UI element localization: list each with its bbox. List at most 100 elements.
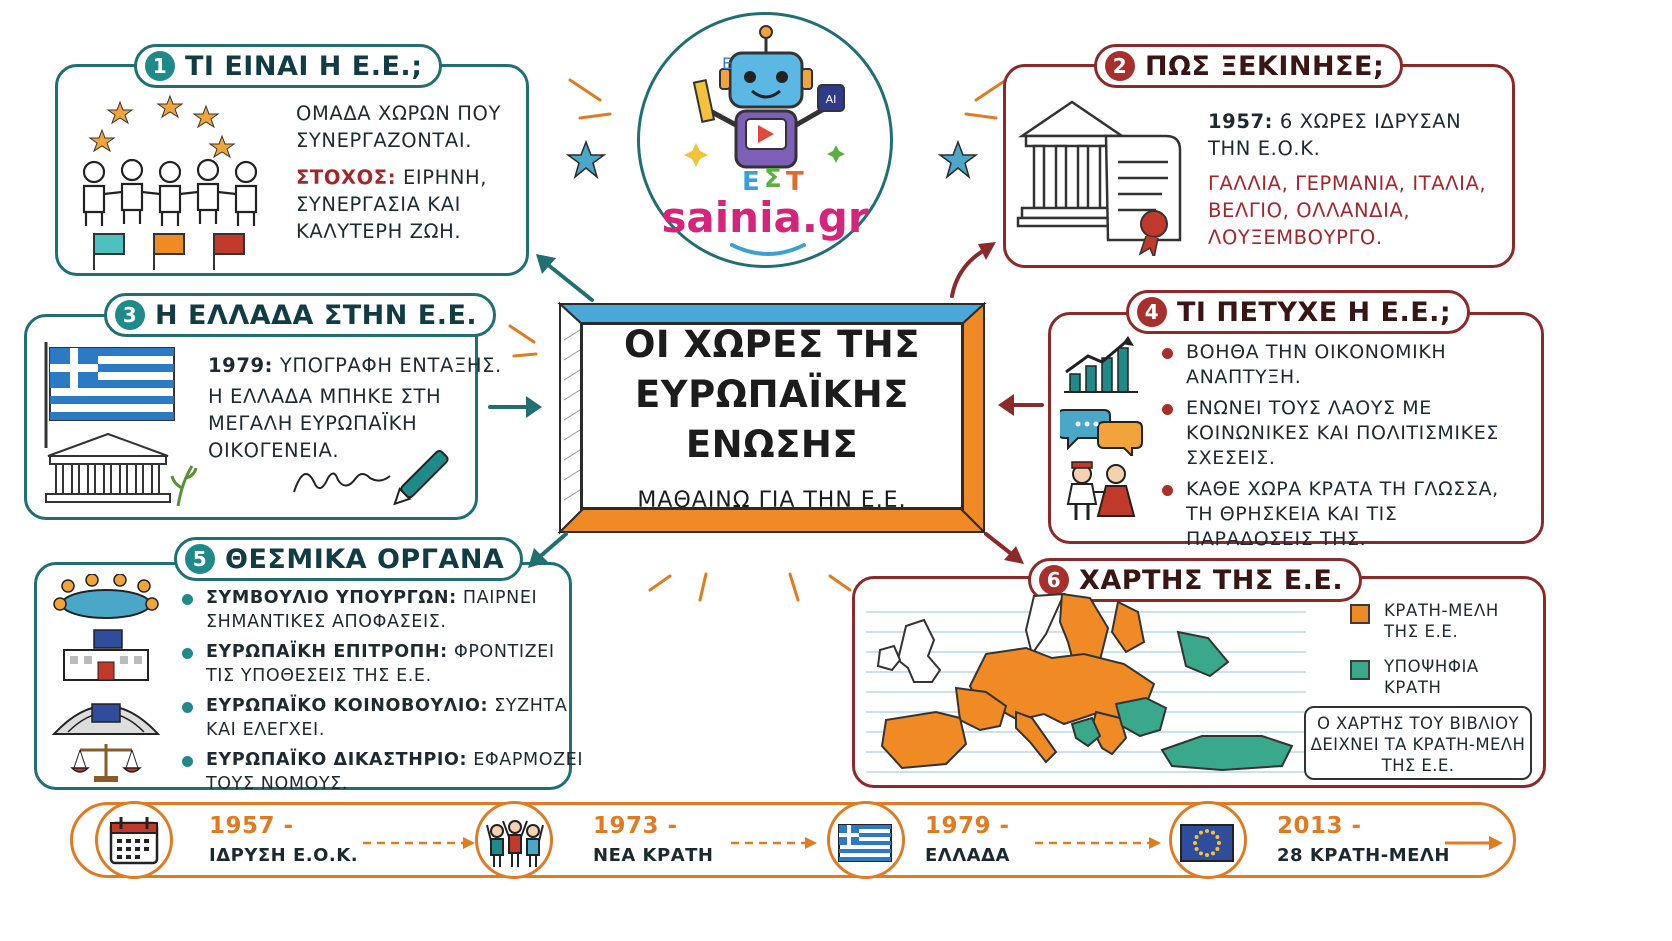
text-line: ΚΡΑΤΗ-ΜΕΛΗ xyxy=(1384,601,1499,620)
text-line: ΕΙΡΗΝΗ, xyxy=(402,166,488,189)
svg-text:AI: AI xyxy=(826,93,837,106)
star-icon xyxy=(938,140,978,180)
founders-line: ΛΟΥΞΕΜΒΟΥΡΓΟ. xyxy=(1208,226,1383,249)
end-arrow xyxy=(1445,836,1503,850)
rays-decoration xyxy=(568,78,612,120)
text-line: ΦΡΟΝΤΙΖΕΙ xyxy=(453,642,555,662)
section-title: Η ΕΛΛΑΔΑ ΣΤΗΝ Ε.Ε. xyxy=(155,299,478,331)
rays-decoration xyxy=(964,78,1008,120)
how-it-started-text: 1957: 6 ΧΩΡΕΣ ΙΔΡΥΣΑΝ ΤΗΝ Ε.Ο.Κ. ΓΑΛΛΙΑ,… xyxy=(1208,108,1486,251)
section-number: 5 xyxy=(185,544,215,574)
text-line: ΕΦΑΡΜΟΖΕΙ xyxy=(473,750,584,770)
dashed-arrow xyxy=(363,837,475,849)
map-note: Ο ΧΑΡΤΗΣ ΤΟΥ ΒΙΒΛΙΟΥ ΔΕΙΧΝΕΙ ΤΑ ΚΡΑΤΗ-ΜΕ… xyxy=(1304,706,1532,780)
timeline-label: ΝΕΑ ΚΡΑΤΗ xyxy=(593,845,714,866)
text-line: ΠΑΙΡΝΕΙ xyxy=(462,588,538,608)
what-is-eu-text: ΟΜΑΔΑ ΧΩΡΩΝ ΠΟΥ ΣΥΝΕΡΓΑΖΟΝΤΑΙ. ΣΤΟΧΟΣ: Ε… xyxy=(296,100,501,245)
main-subtitle: ΜΑΘΑΙΝΩ ΓΙΑ ΤΗΝ Ε.Ε. xyxy=(637,487,907,513)
institution-name: ΕΥΡΩΠΑΪΚΗ ΕΠΙΤΡΟΠΗ: xyxy=(206,642,448,662)
growth-chart-icon xyxy=(1064,336,1138,393)
timeline: 1957 - ΙΔΡΥΣΗ Ε.Ο.Κ. 1973 - ΝΕΑ ΚΡΑΤΗ xyxy=(70,801,1516,879)
text-line: ΠΑΡΑΔΟΣΕΙΣ ΤΗΣ. xyxy=(1186,528,1367,550)
text-line: ΣΥΝΕΡΓΑΖΟΝΤΑΙ. xyxy=(296,129,472,152)
timeline-label: 28 ΚΡΑΤΗ-ΜΕΛΗ xyxy=(1277,845,1450,866)
timeline-year: 1979 - xyxy=(925,813,1010,839)
text-line: ΣΥΖΗΤΑ xyxy=(494,696,568,716)
text-line: ΤΗΣ Ε.Ε. xyxy=(1381,756,1455,775)
text-line: ΥΠΟΨΗΦΙΑ xyxy=(1384,657,1479,676)
panel-title-eu-achievements: 4 ΤΙ ΠΕΤΥΧΕ Η Ε.Ε.; xyxy=(1126,290,1471,334)
central-topic-card: ΟΙ ΧΩΡΕΣ ΤΗΣ ΕΥΡΩΠΑΪΚΗΣ ΕΝΩΣΗΣ ΜΑΘΑΙΝΩ Γ… xyxy=(580,322,964,513)
achievement-item: ΚΑΘΕ ΧΩΡΑ ΚΡΑΤΑ ΤΗ ΓΛΩΣΣΑ, ΤΗ ΘΡΗΣΚΕΙΑ Κ… xyxy=(1160,477,1499,552)
panel-title-what-is-eu: 1 ΤΙ ΕΙΝΑΙ Η Ε.Ε.; xyxy=(134,44,442,88)
arrow-to-section-1 xyxy=(536,254,594,302)
traditional-costumes-icon xyxy=(1066,461,1136,520)
timeline-year: 2013 - xyxy=(1277,813,1362,839)
institution-item: ΕΥΡΩΠΑΪΚΗ ΕΠΙΤΡΟΠΗ: ΦΡΟΝΤΙΖΕΙ ΤΙΣ ΥΠΟΘΕΣ… xyxy=(180,640,583,688)
dashed-arrow xyxy=(1035,837,1161,849)
text-line: ΚΑΛΥΤΕΡΗ ΖΩΗ. xyxy=(296,220,462,243)
people-cheering-icon xyxy=(486,820,544,867)
institution-item: ΕΥΡΩΠΑΪΚΟ ΔΙΚΑΣΤΗΡΙΟ: ΕΦΑΡΜΟΖΕΙ ΤΟΥΣ ΝΟΜ… xyxy=(180,748,583,796)
text-line: ΣΥΝΕΡΓΑΣΙΑ ΚΑΙ xyxy=(296,193,461,216)
text-line: ΥΠΟΓΡΑΦΗ ΕΝΤΑΞΗΣ. xyxy=(279,354,502,377)
rays-decoration xyxy=(508,324,538,358)
timeline-year: 1973 - xyxy=(593,813,678,839)
year-1957: 1957: xyxy=(1208,110,1274,133)
svg-text:Σ: Σ xyxy=(764,164,782,194)
text-line: ΚΑΙ ΕΛΕΓΧΕΙ. xyxy=(206,720,325,740)
achievement-item: ΕΝΩΝΕΙ ΤΟΥΣ ΛΑΟΥΣ ΜΕ ΚΟΙΝΩΝΙΚΕΣ ΚΑΙ ΠΟΛΙ… xyxy=(1160,396,1499,471)
legend-members-label: ΚΡΑΤΗ-ΜΕΛΗ ΤΗΣ Ε.Ε. xyxy=(1384,600,1499,642)
text-line: ΣΗΜΑΝΤΙΚΕΣ ΑΠΟΦΑΣΕΙΣ. xyxy=(206,612,447,632)
arrow-to-section-4 xyxy=(998,394,1044,416)
text-line: ΤΗΣ Ε.Ε. xyxy=(1384,622,1459,641)
text-line: ΚΑΘΕ ΧΩΡΑ ΚΡΑΤΑ ΤΗ ΓΛΩΣΣΑ, xyxy=(1186,478,1499,500)
calendar-icon xyxy=(109,817,159,865)
institution-item: ΕΥΡΩΠΑΪΚΟ ΚΟΙΝΟΒΟΥΛΙΟ: ΣΥΖΗΤΑ ΚΑΙ ΕΛΕΓΧΕ… xyxy=(180,694,583,742)
text-line: ΒΟΗΘΑ ΤΗΝ ΟΙΚΟΝΟΜΙΚΗ xyxy=(1186,341,1447,363)
text-line: ΣΧΕΣΕΙΣ. xyxy=(1186,447,1276,469)
institution-name: ΕΥΡΩΠΑΪΚΟ ΔΙΚΑΣΤΗΡΙΟ: xyxy=(206,750,468,770)
text-line: ΟΜΑΔΑ ΧΩΡΩΝ ΠΟΥ xyxy=(296,102,502,125)
panel-title-institutions: 5 ΘΕΣΜΙΚΑ ΟΡΓΑΝΑ xyxy=(174,537,524,581)
founders-line: ΓΑΛΛΙΑ, ΓΕΡΜΑΝΙΑ, ΙΤΑΛΙΑ, xyxy=(1208,172,1487,195)
text-line: 6 ΧΩΡΕΣ ΙΔΡΥΣΑΝ xyxy=(1279,110,1462,133)
year-1979: 1979: xyxy=(208,354,274,377)
arrow-to-section-2 xyxy=(950,242,996,298)
goal-label: ΣΤΟΧΟΣ: xyxy=(296,166,397,189)
arrow-to-section-6 xyxy=(984,532,1024,564)
arrow-to-section-5 xyxy=(528,532,568,568)
section-number: 3 xyxy=(115,300,145,330)
pen-signature-icon xyxy=(293,450,449,506)
arrow-to-section-3 xyxy=(488,396,542,418)
eu-map-icon xyxy=(866,592,1306,773)
robot-mascot-icon: AI E Ε Σ Τ xyxy=(684,25,845,195)
text-line: ΚΟΙΝΩΝΙΚΕΣ ΚΑΙ ΠΟΛΙΤΙΣΜΙΚΕΣ xyxy=(1186,422,1499,444)
legend-candidates-label: ΥΠΟΨΗΦΙΑ ΚΡΑΤΗ xyxy=(1384,656,1479,698)
institution-item: ΣΥΜΒΟΥΛΙΟ ΥΠΟΥΡΓΩΝ: ΠΑΙΡΝΕΙ ΣΗΜΑΝΤΙΚΕΣ Α… xyxy=(180,586,583,634)
section-number: 1 xyxy=(145,51,175,81)
institutions-icons xyxy=(51,574,161,782)
greece-text: 1979: ΥΠΟΓΡΑΦΗ ΕΝΤΑΞΗΣ. Η ΕΛΛΑΔΑ ΜΠΗΚΕ Σ… xyxy=(208,352,502,464)
logo-text: sainia.gr xyxy=(661,193,869,242)
section-number: 4 xyxy=(1137,297,1167,327)
text-line: ΤΙΣ ΥΠΟΘΕΣΕΙΣ ΤΗΣ Ε.Ε. xyxy=(206,666,432,686)
people-stars-icon xyxy=(82,94,258,270)
founders-line: ΒΕΛΓΙΟ, ΟΛΛΑΝΔΙΑ, xyxy=(1208,199,1411,222)
institutions-list: ΣΥΜΒΟΥΛΙΟ ΥΠΟΥΡΓΩΝ: ΠΑΙΡΝΕΙ ΣΗΜΑΝΤΙΚΕΣ Α… xyxy=(180,586,583,802)
text-line: ΔΕΙΧΝΕΙ ΤΑ ΚΡΑΤΗ-ΜΕΛΗ xyxy=(1310,735,1526,754)
section-number: 2 xyxy=(1105,51,1135,81)
section-title: ΤΙ ΠΕΤΥΧΕ Η Ε.Ε.; xyxy=(1177,296,1452,328)
panel-what-is-eu xyxy=(55,64,529,276)
achievements-list: ΒΟΗΘΑ ΤΗΝ ΟΙΚΟΝΟΜΙΚΗ ΑΝΑΠΤΥΞΗ. ΕΝΩΝΕΙ ΤΟ… xyxy=(1160,340,1499,558)
section-number: 6 xyxy=(1039,565,1069,595)
svg-text:E: E xyxy=(722,54,732,73)
central-topic: ΟΙ ΧΩΡΕΣ ΤΗΣ ΕΥΡΩΠΑΪΚΗΣ ΕΝΩΣΗΣ ΜΑΘΑΙΝΩ Γ… xyxy=(556,300,988,536)
section-title: ΘΕΣΜΙΚΑ ΟΡΓΑΝΑ xyxy=(225,543,505,575)
timeline-year: 1957 - xyxy=(209,813,294,839)
main-title-line: ΟΙ ΧΩΡΕΣ ΤΗΣ xyxy=(623,322,921,366)
rays-decoration xyxy=(648,572,852,602)
eu-flag-icon xyxy=(1180,824,1234,862)
institution-name: ΣΥΜΒΟΥΛΙΟ ΥΠΟΥΡΓΩΝ: xyxy=(206,588,457,608)
dashed-arrow xyxy=(731,837,817,849)
